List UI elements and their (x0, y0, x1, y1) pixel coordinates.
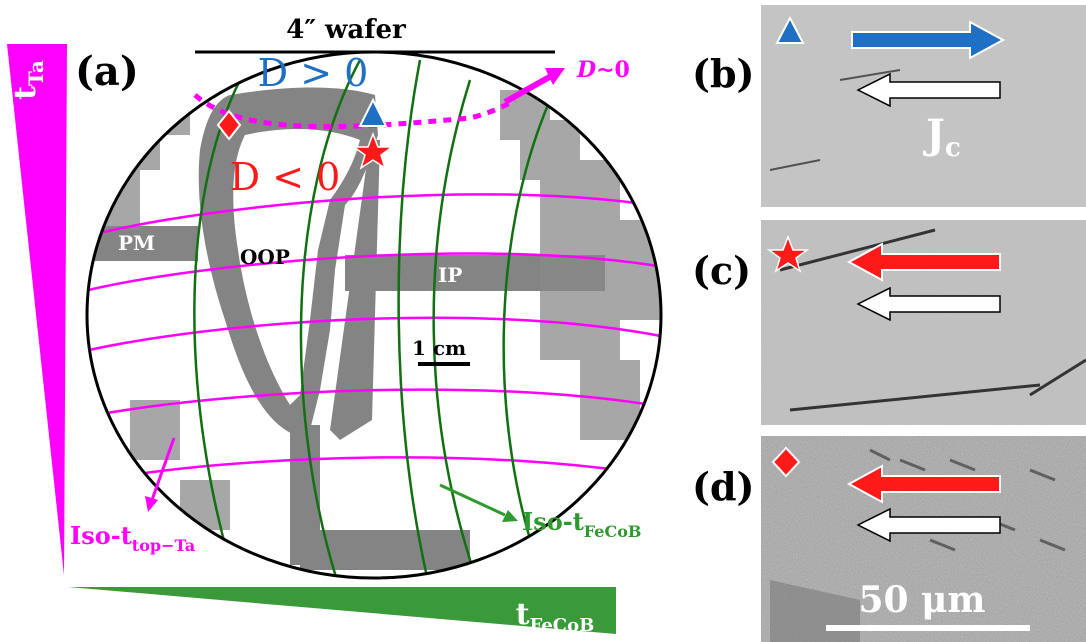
axis-ta-label: tTa (8, 60, 48, 100)
panel-b-label: (b) (692, 51, 755, 96)
moke-scan-region (88, 87, 605, 570)
panel-b: (b) Jc (692, 5, 1086, 207)
fecob-thickness-triangle (68, 587, 616, 634)
iso-fecob-pointer-line (439, 483, 506, 517)
panel-d-label: (d) (692, 464, 755, 509)
panel-c-star-marker (766, 234, 810, 273)
region-oop-label: OOP (240, 245, 290, 269)
panel-c-magnetization-arrow (846, 242, 1001, 282)
d-zero-arrow-line (503, 72, 555, 105)
wafer-map: (a) 4″ wafer D > 0 D < 0 D~0 PM OOP IP 1… (70, 15, 663, 580)
iso-ta-pointer-line (150, 437, 176, 501)
d-zero-arrow-head (545, 68, 565, 85)
panel-c-current-arrow (856, 286, 1001, 322)
d-zero-label: D~0 (576, 57, 630, 83)
panel-c-texture (761, 220, 1086, 425)
panel-a-label: (a) (75, 48, 139, 95)
iso-fecob-label: Iso-tFeCoB (522, 507, 641, 541)
d-negative-label: D < 0 (230, 155, 341, 199)
iso-fecob-contours (193, 59, 552, 578)
panel-c: (c) (692, 220, 1086, 425)
panel-b-current-arrow (856, 72, 1001, 108)
panel-d-magnetization-arrow (846, 464, 1001, 504)
triangle-marker (358, 97, 388, 127)
horizontal-thickness-wedge: tFeCoB (68, 587, 616, 636)
scale-bar-1cm-label: 1 cm (412, 336, 466, 360)
d-positive-label: D > 0 (258, 51, 369, 95)
wafer-label: 4″ wafer (286, 15, 406, 45)
panel-b-magnetization-arrow (851, 20, 1006, 60)
diamond-marker (216, 109, 242, 141)
panel-c-label: (c) (692, 248, 751, 293)
panel-b-current-label: Jc (923, 111, 961, 163)
iso-ta-label: Iso-ttop−Ta (70, 521, 195, 555)
iso-fecob-pointer-head (502, 510, 518, 522)
panel-b-triangle-marker (775, 15, 805, 44)
axis-fecob-label: tFeCoB (516, 597, 595, 636)
iso-ta-contours (87, 193, 661, 482)
panel-d-diamond-marker (771, 446, 801, 478)
region-ip-label: IP (438, 263, 462, 287)
region-pm-label: PM (118, 231, 155, 255)
panel-d: (d) 50 μm (692, 436, 1086, 642)
panel-d-scale-label: 50 μm (858, 579, 985, 621)
iso-ta-pointer-head (145, 496, 158, 512)
star-marker (351, 131, 395, 170)
d-zero-boundary (193, 93, 517, 130)
panel-d-current-arrow (856, 507, 1001, 543)
vertical-thickness-wedge: tTa (7, 44, 67, 575)
ta-thickness-triangle (7, 44, 67, 575)
